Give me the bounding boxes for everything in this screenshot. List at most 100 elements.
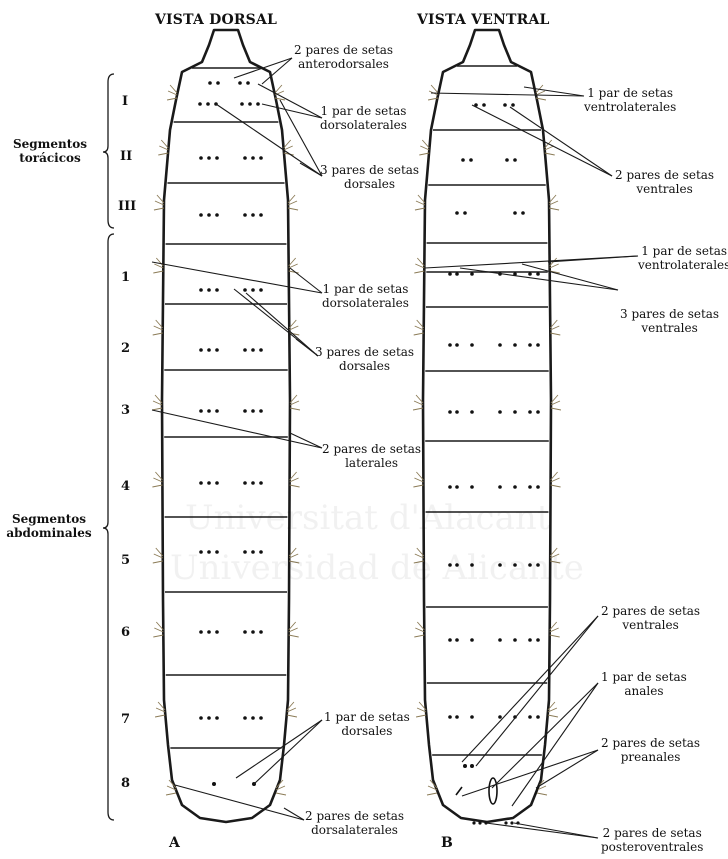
seta-dot xyxy=(463,764,467,768)
seta-dot xyxy=(498,638,502,642)
seta-dot xyxy=(243,481,247,485)
seta-dot xyxy=(206,102,210,106)
group-bracket xyxy=(103,234,114,820)
seta-dot xyxy=(498,715,502,719)
watermark-line-2: Universidad de Alicante xyxy=(170,548,584,588)
seta-dot xyxy=(243,156,247,160)
seta-dot xyxy=(498,410,502,414)
seta-dot xyxy=(455,272,459,276)
ventral-lateral-setae xyxy=(549,195,559,210)
seta-dot xyxy=(455,343,459,347)
seta-dot xyxy=(461,158,465,162)
seta-dot xyxy=(259,213,263,217)
ventral-lateral-setae xyxy=(415,195,425,210)
leader-line xyxy=(258,84,322,118)
seta-dot xyxy=(448,715,452,719)
segment-I: I xyxy=(122,94,128,109)
seta-dot xyxy=(215,630,219,634)
seta-dot xyxy=(259,156,263,160)
seta-dot xyxy=(528,715,532,719)
seta-dot xyxy=(259,481,263,485)
label-posteroventral-setae: 2 pares de setasposteroventrales xyxy=(601,826,703,854)
seta-dot xyxy=(199,409,203,413)
seta-dot xyxy=(536,272,540,276)
ventral-lateral-setae xyxy=(551,395,561,410)
leader-line xyxy=(462,616,598,762)
seta-dot xyxy=(215,716,219,720)
seta-dot xyxy=(207,288,211,292)
seta-dot xyxy=(199,156,203,160)
leader-line xyxy=(492,683,598,788)
leader-line xyxy=(512,683,598,806)
seta-dot xyxy=(513,211,517,215)
seta-dot xyxy=(470,343,474,347)
seta-dot xyxy=(207,630,211,634)
seta-dot xyxy=(248,102,252,106)
ventral-lateral-setae xyxy=(550,320,560,335)
seta-dot xyxy=(199,716,203,720)
label-ventral-setae-thorax: 2 pares de setasventrales xyxy=(615,168,714,196)
seta-dot xyxy=(510,821,513,824)
label-anal-setae: 1 par de setasanales xyxy=(601,670,687,698)
seta-dot xyxy=(536,410,540,414)
seta-dot xyxy=(199,348,203,352)
seta-dot xyxy=(528,638,532,642)
ventral-lateral-setae xyxy=(413,395,423,410)
segment-II: II xyxy=(120,149,132,164)
seta-dot xyxy=(469,158,473,162)
panel-label-b: B xyxy=(441,835,453,851)
dorsal-view-title: VISTA DORSAL xyxy=(155,12,277,28)
seta-dot xyxy=(528,343,532,347)
seta-dot xyxy=(498,343,502,347)
seta-dot xyxy=(536,715,540,719)
seta-dot xyxy=(238,81,242,85)
seta-dot xyxy=(251,409,255,413)
seta-dot xyxy=(251,156,255,160)
dorsal-lateral-setae xyxy=(289,622,299,637)
seta-dot xyxy=(243,409,247,413)
seta-dot xyxy=(536,343,540,347)
segment-2: 2 xyxy=(121,341,130,356)
seta-dot xyxy=(207,348,211,352)
seta-dot xyxy=(511,103,515,107)
seta-dot xyxy=(448,485,452,489)
seta-dot xyxy=(536,485,540,489)
leader-line xyxy=(290,268,322,293)
seta-dot xyxy=(215,409,219,413)
seta-dot xyxy=(259,716,263,720)
label-dorsal-setae-thorax: 3 pares de setasdorsales xyxy=(320,163,419,191)
seta-dot xyxy=(455,715,459,719)
seta-dot xyxy=(251,630,255,634)
seta-dot xyxy=(448,343,452,347)
dorsal-lateral-setae xyxy=(290,472,300,487)
seta-dot xyxy=(199,630,203,634)
seta-dot xyxy=(215,348,219,352)
label-dorsolateral-setae-thorax: 1 par de setasdorsolaterales xyxy=(320,104,407,132)
seta-dot xyxy=(259,348,263,352)
seta-dot xyxy=(207,409,211,413)
seta-dot xyxy=(243,288,247,292)
seta-dot xyxy=(212,782,216,786)
seta-dot xyxy=(251,348,255,352)
leader-line xyxy=(262,104,322,118)
seta-dot xyxy=(215,481,219,485)
seta-dot xyxy=(470,764,474,768)
seta-dot xyxy=(251,213,255,217)
ventral-body-outline xyxy=(423,30,551,822)
dorsal-lateral-setae xyxy=(153,548,163,563)
label-dorsal-setae-abdomen: 3 pares de setasdorsales xyxy=(315,345,414,373)
seta-dot xyxy=(470,715,474,719)
seta-dot xyxy=(207,481,211,485)
leader-line xyxy=(462,750,598,796)
leader-line xyxy=(510,107,612,176)
ventral-lateral-setae xyxy=(550,622,560,637)
seta-dot xyxy=(470,485,474,489)
seta-dot xyxy=(513,410,517,414)
label-ventral-setae-abdomen: 3 pares de setasventrales xyxy=(620,307,719,335)
watermark-line-1: Universitat d'Alacant xyxy=(185,498,550,538)
segment-7: 7 xyxy=(121,712,130,727)
